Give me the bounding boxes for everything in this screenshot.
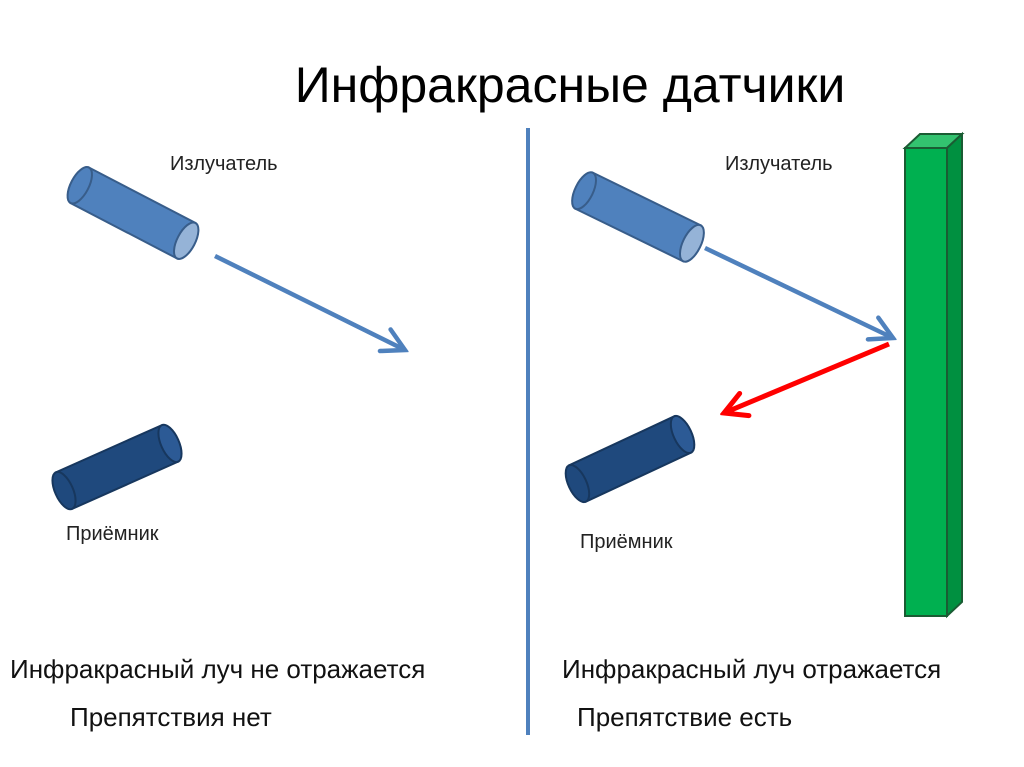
right-receiver-label: Приёмник — [580, 531, 673, 553]
right-emitter-label: Излучатель — [725, 153, 833, 175]
reflected-beam-arrow — [724, 341, 890, 413]
left-beam-arrow — [214, 253, 405, 350]
left-receiver-cylinder — [51, 423, 183, 511]
right-obstacle-caption: Препятствие есть — [577, 702, 793, 732]
left-emitter-label: Излучатель — [170, 153, 278, 175]
right-emitter-cylinder — [571, 171, 705, 263]
left-emitter-cylinder — [66, 166, 200, 260]
right-beam-caption: Инфракрасный луч отражается — [562, 654, 942, 684]
slide-title: Инфракрасные датчики — [294, 57, 846, 113]
obstacle-box — [902, 131, 965, 619]
left-obstacle-caption: Препятствия нет — [70, 702, 272, 732]
right-receiver-cylinder — [564, 414, 696, 504]
left-receiver-label: Приёмник — [66, 523, 159, 545]
left-beam-caption: Инфракрасный луч не отражается — [10, 654, 426, 684]
right-beam-arrow — [704, 245, 893, 338]
